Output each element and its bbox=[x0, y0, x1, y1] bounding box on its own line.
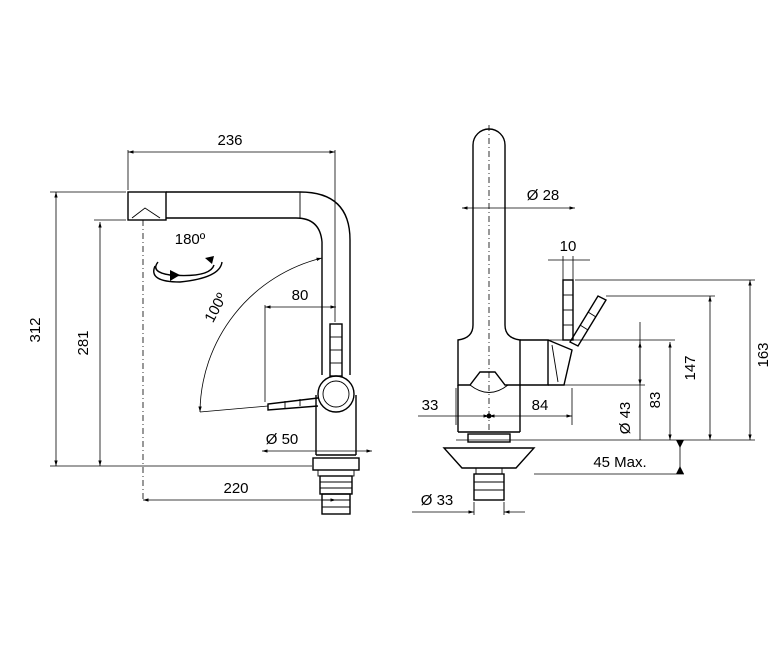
angle-label-100: 100º bbox=[201, 290, 231, 325]
body-cartridge bbox=[520, 339, 549, 386]
spout-tube-outer bbox=[166, 191, 351, 375]
dim-label-147: 147 bbox=[682, 355, 699, 380]
lever-side bbox=[267, 397, 319, 411]
dim-label-236: 236 bbox=[217, 132, 242, 149]
mount-nut bbox=[319, 475, 353, 495]
dim-label-80: 80 bbox=[292, 287, 309, 304]
dim-label-281: 281 bbox=[75, 330, 92, 355]
front-view: 236 312 281 180º 100º 80 Ø 50 220 bbox=[27, 132, 372, 515]
rotation-arrow-head bbox=[170, 270, 180, 281]
dim-label-83: 83 bbox=[647, 392, 664, 409]
dim-label-33: 33 bbox=[422, 397, 439, 414]
rotation-arrow-lower bbox=[153, 261, 223, 283]
spout-tube-inner bbox=[166, 217, 323, 375]
dim-label-84: 84 bbox=[532, 397, 549, 414]
dim-label-d33: Ø 33 bbox=[421, 492, 454, 509]
mount-shank bbox=[321, 493, 351, 515]
dim-label-d43: Ø 43 bbox=[617, 402, 634, 435]
spout-nozzle bbox=[131, 207, 161, 219]
dim-label-45max: 45 Max. bbox=[593, 454, 646, 471]
dim-label-163: 163 bbox=[755, 342, 772, 367]
body-block bbox=[457, 324, 521, 386]
cartridge-cap bbox=[547, 339, 573, 386]
rotation-arrow-upper bbox=[155, 261, 215, 277]
dim-label-220: 220 bbox=[223, 480, 248, 497]
mount-collar bbox=[467, 433, 511, 443]
side-view: Ø 28 10 163 147 83 Ø 43 33 84 bbox=[412, 125, 772, 515]
dim-label-10: 10 bbox=[560, 238, 577, 255]
mount-ring bbox=[312, 457, 360, 471]
angle-arc-100 bbox=[198, 257, 323, 413]
dim-label-312: 312 bbox=[27, 317, 44, 342]
lever-hub-inner bbox=[322, 380, 350, 408]
mount-plate bbox=[442, 447, 536, 469]
mount-nut bbox=[473, 473, 505, 501]
rotation-label-180: 180º bbox=[175, 231, 206, 248]
dim-label-d28: Ø 28 bbox=[527, 187, 560, 204]
dim-label-d50: Ø 50 bbox=[266, 431, 299, 448]
lever-tilted bbox=[569, 295, 607, 347]
spout-head bbox=[127, 191, 167, 221]
